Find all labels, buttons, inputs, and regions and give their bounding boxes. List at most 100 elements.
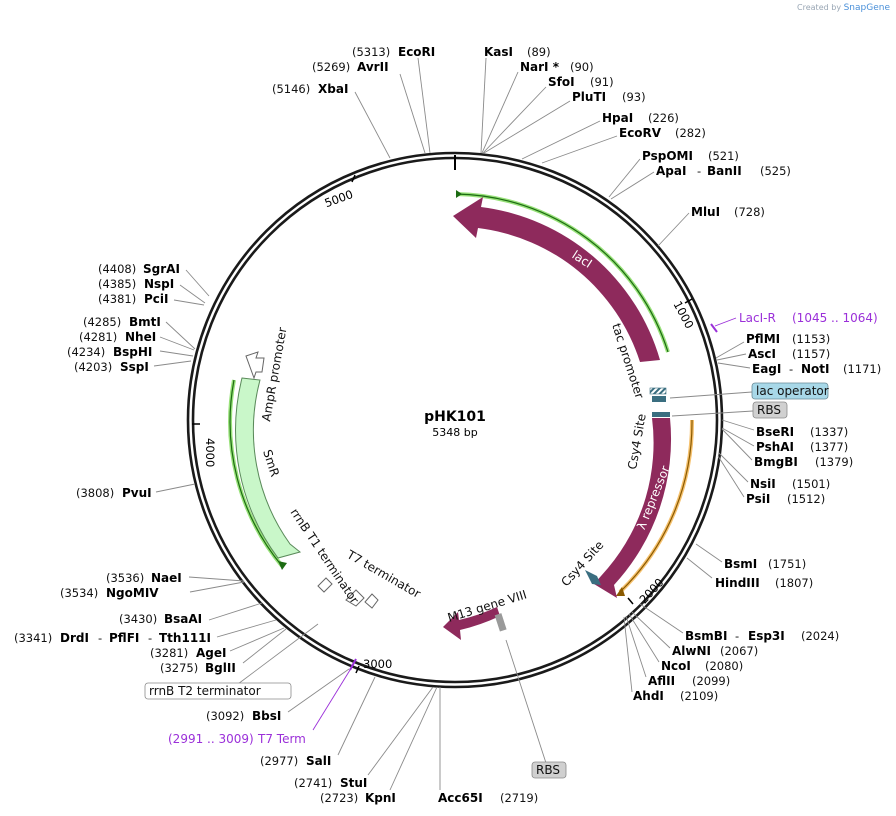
nsii-name[interactable]: NsiI: [750, 477, 776, 491]
nsii-pos: (1501): [792, 477, 830, 491]
naei-name[interactable]: NaeI: [151, 571, 182, 585]
lac-operator-mark: [652, 396, 666, 402]
lac-operator-box: [751, 382, 829, 400]
ahdi-name[interactable]: AhdI: [633, 689, 664, 703]
agei-name[interactable]: AgeI: [196, 646, 226, 660]
bglii-pos: (3275): [160, 661, 198, 675]
bsmbi-name[interactable]: BsmBI: [685, 629, 727, 643]
noti-name[interactable]: NotI: [801, 362, 830, 376]
psii-pos: (1512): [787, 492, 825, 506]
asci-leader: [716, 353, 747, 361]
banii-name[interactable]: BanII: [707, 164, 742, 178]
bsaai-name[interactable]: BsaAI: [164, 612, 202, 626]
pcii-leader: [173, 299, 205, 306]
stui-name[interactable]: StuI: [340, 776, 367, 790]
sali-name[interactable]: SalI: [306, 754, 331, 768]
agei-leader: [229, 627, 285, 652]
nari-name[interactable]: NarI *: [520, 60, 560, 74]
drdi-pos: (3341): [14, 631, 52, 645]
tac-promoter-icon: [649, 387, 667, 395]
bmgbi-name[interactable]: BmgBI: [754, 455, 798, 469]
rbs1-box: [752, 401, 788, 419]
sspi-name[interactable]: SspI: [120, 360, 149, 374]
nhei-pos: (4281): [79, 330, 117, 344]
bsphi-name[interactable]: BspHI: [113, 345, 152, 359]
ahdi-leader: [623, 616, 633, 693]
bbsi-name[interactable]: BbsI: [252, 709, 281, 723]
ncoi-leader: [628, 613, 660, 663]
pshai-name[interactable]: PshAI: [756, 440, 794, 454]
plasmid-name: pHK101: [424, 409, 486, 425]
naei-leader: [188, 576, 245, 582]
esp3i-name[interactable]: Esp3I: [748, 629, 785, 643]
pluti-leader: [483, 100, 571, 154]
ngomiv-name[interactable]: NgoMIV: [106, 586, 159, 600]
pluti-name[interactable]: PluTI: [572, 90, 606, 104]
kasi-name[interactable]: KasI: [484, 45, 513, 59]
csy4-site-2-mark: [585, 570, 601, 585]
ncoi-name[interactable]: NcoI: [661, 659, 691, 673]
pvui-pos: (3808): [76, 486, 114, 500]
lac-operator-leader: [669, 391, 753, 399]
nhei-name[interactable]: NheI: [125, 330, 156, 344]
pshai-leader: [721, 427, 755, 447]
tick-label-3000: 3000: [363, 657, 392, 671]
m13-gene-viii-cds: [443, 607, 500, 640]
lambda-repressor-cds: [594, 418, 672, 598]
lacI-strand-line: [455, 193, 669, 353]
aflii-pos: (2099): [692, 674, 730, 688]
pcii-name[interactable]: PciI: [144, 292, 169, 306]
acc65i-name[interactable]: Acc65I: [438, 791, 483, 805]
pflmi-leader: [715, 341, 745, 359]
sfoi-name[interactable]: SfoI: [548, 75, 575, 89]
mlui-leader: [657, 212, 690, 247]
pvui-name[interactable]: PvuI: [122, 486, 152, 500]
hindiii-name[interactable]: HindIII: [715, 576, 760, 590]
tick-3000: [355, 665, 360, 674]
bmgbi-leader: [721, 428, 753, 461]
bglii-name[interactable]: BglII: [205, 661, 236, 675]
drdi-name[interactable]: DrdI: [60, 631, 89, 645]
bsmi-pos: (1751): [768, 557, 806, 571]
eagi-leader: [717, 362, 751, 369]
bmti-name[interactable]: BmtI: [129, 315, 161, 329]
bsmbi-sep: -: [735, 629, 739, 643]
xbai-name[interactable]: XbaI: [318, 82, 348, 96]
bseri-name[interactable]: BseRI: [756, 425, 794, 439]
apai-name[interactable]: ApaI: [656, 164, 686, 178]
avrii-name[interactable]: AvrII: [357, 60, 389, 74]
nspi-leader: [179, 284, 206, 304]
pflfi-name[interactable]: PflFI: [109, 631, 139, 645]
ecori-leader: [417, 57, 431, 154]
asci-name[interactable]: AscI: [748, 347, 776, 361]
bsmi-name[interactable]: BsmI: [724, 557, 757, 571]
hpai-name[interactable]: HpaI: [602, 111, 633, 125]
stui-leader: [367, 686, 434, 776]
ngomiv-leader: [189, 581, 245, 593]
bmgbi-pos: (1379): [815, 455, 853, 469]
sgrai-name[interactable]: SgrAI: [143, 262, 180, 276]
nari-pos: (90): [570, 60, 594, 74]
psii-name[interactable]: PsiI: [746, 492, 770, 506]
smr-marker: [235, 377, 302, 559]
bbsi-pos: (3092): [206, 709, 244, 723]
pspomi-name[interactable]: PspOMI: [642, 149, 693, 163]
lacI-cds: [453, 197, 660, 362]
stui-pos: (2741): [294, 776, 332, 790]
alwni-name[interactable]: AlwNI: [672, 644, 711, 658]
ecori-name[interactable]: EcoRI: [398, 45, 435, 59]
mlui-name[interactable]: MluI: [691, 205, 720, 219]
xbai-leader: [354, 91, 391, 159]
lacI-r-primer-range: (1045 .. 1064): [792, 311, 878, 325]
t7-term-primer-name: T7 Term: [257, 732, 306, 746]
bsmi-leader: [695, 543, 723, 563]
nspi-name[interactable]: NspI: [144, 277, 174, 291]
apai-sep: -: [697, 164, 701, 178]
tth111i-name[interactable]: Tth111I: [159, 631, 211, 645]
aflii-name[interactable]: AflII: [648, 674, 675, 688]
pflmi-name[interactable]: PflMI: [746, 332, 780, 346]
eagi-name[interactable]: EagI: [752, 362, 781, 376]
acc65i-pos: (2719): [500, 791, 538, 805]
ecorv-name[interactable]: EcoRV: [619, 126, 662, 140]
kpni-name[interactable]: KpnI: [365, 791, 396, 805]
